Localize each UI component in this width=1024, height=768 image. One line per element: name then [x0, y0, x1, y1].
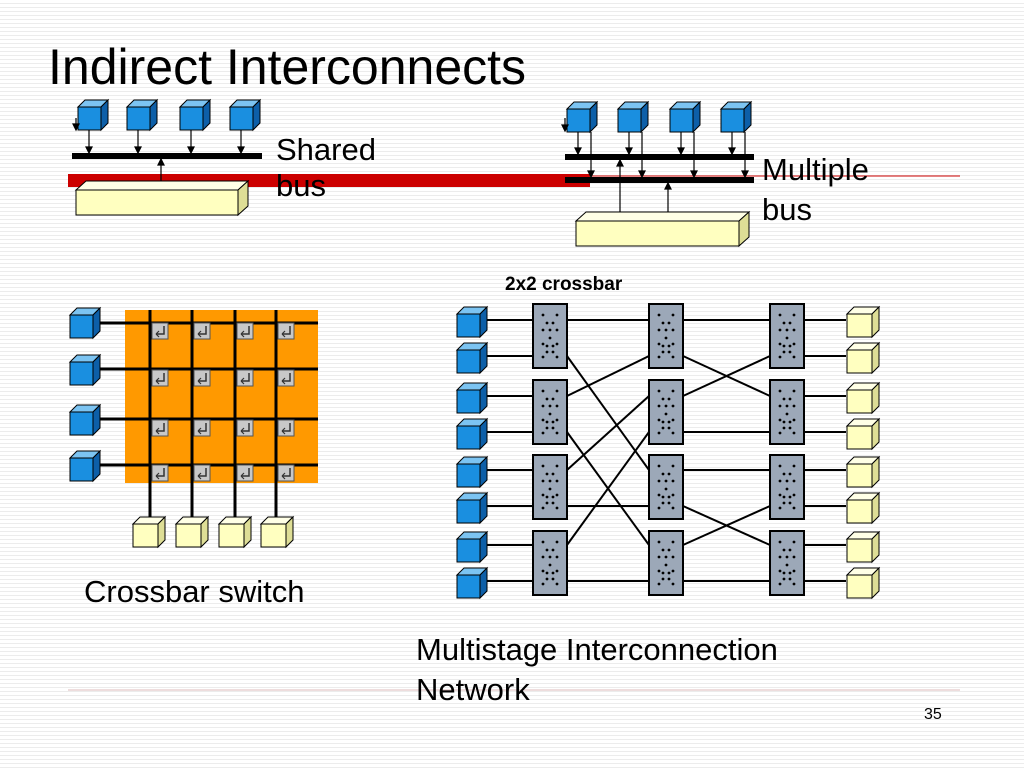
processor-icon [566, 101, 598, 133]
switch-box [648, 303, 684, 369]
network-links [487, 319, 846, 582]
switch-box [532, 379, 568, 445]
crossbar-switch-label: Crossbar switch [84, 574, 305, 609]
multistage-network-label-line2: Network [416, 672, 530, 707]
crossbar-switch-diagram [69, 307, 318, 548]
memory-icon [846, 567, 880, 599]
switch-box [648, 530, 684, 596]
switch-box [532, 530, 568, 596]
crossbar-element-label: 2x2 crossbar [505, 274, 623, 295]
multiple-bus-diagram [561, 101, 754, 248]
processor-icon [456, 531, 488, 563]
switch-box [769, 454, 805, 520]
processor-icon [456, 567, 488, 599]
multibus-memory-box [574, 210, 751, 248]
processor-icon [456, 382, 488, 414]
switch-box [769, 530, 805, 596]
processor-icon [69, 307, 101, 339]
memory-icon [846, 382, 880, 414]
memory-icon [846, 342, 880, 374]
switch-box [532, 454, 568, 520]
processor-icon [669, 101, 701, 133]
processor-icon [179, 99, 211, 131]
memory-icon [846, 418, 880, 450]
page-number: 35 [924, 706, 942, 723]
processor-icon [126, 99, 158, 131]
processor-icon [617, 101, 649, 133]
processor-icon [77, 99, 109, 131]
memory-icon [218, 516, 252, 548]
processor-icon [456, 306, 488, 338]
processor-icon [456, 456, 488, 488]
processor-icon [720, 101, 752, 133]
switch-box [648, 454, 684, 520]
shared-memory-box [74, 179, 250, 217]
multiple-bus-label: Multiple bus [762, 150, 869, 230]
memory-icon [175, 516, 209, 548]
multiple-bus-label-line1: Multiple [762, 152, 869, 187]
multistage-network-label: Multistage Interconnection Network [416, 630, 778, 710]
processor-icon [69, 450, 101, 482]
switch-box [769, 303, 805, 369]
processor-icon [456, 342, 488, 374]
processor-icon [69, 404, 101, 436]
multiple-bus-label-line2: bus [762, 192, 812, 227]
switch-box [532, 303, 568, 369]
memory-icon [846, 531, 880, 563]
multistage-network-diagram [456, 303, 880, 599]
memory-icon [846, 456, 880, 488]
shared-bus-label: Shared bus [276, 132, 376, 204]
shared-bus-diagram [72, 99, 262, 217]
switch-box [769, 379, 805, 445]
memory-icon [846, 492, 880, 524]
slide-title: Indirect Interconnects [48, 39, 527, 95]
memory-icon [260, 516, 294, 548]
shared-bus-label-line2: bus [276, 168, 326, 203]
processor-icon [456, 418, 488, 450]
processor-icon [456, 492, 488, 524]
shared-bus-label-line1: Shared [276, 132, 376, 167]
processor-icon [229, 99, 261, 131]
switch-box [648, 379, 684, 445]
memory-icon [132, 516, 166, 548]
memory-icon [846, 306, 880, 338]
processor-icon [69, 354, 101, 386]
multistage-network-label-line1: Multistage Interconnection [416, 632, 778, 667]
